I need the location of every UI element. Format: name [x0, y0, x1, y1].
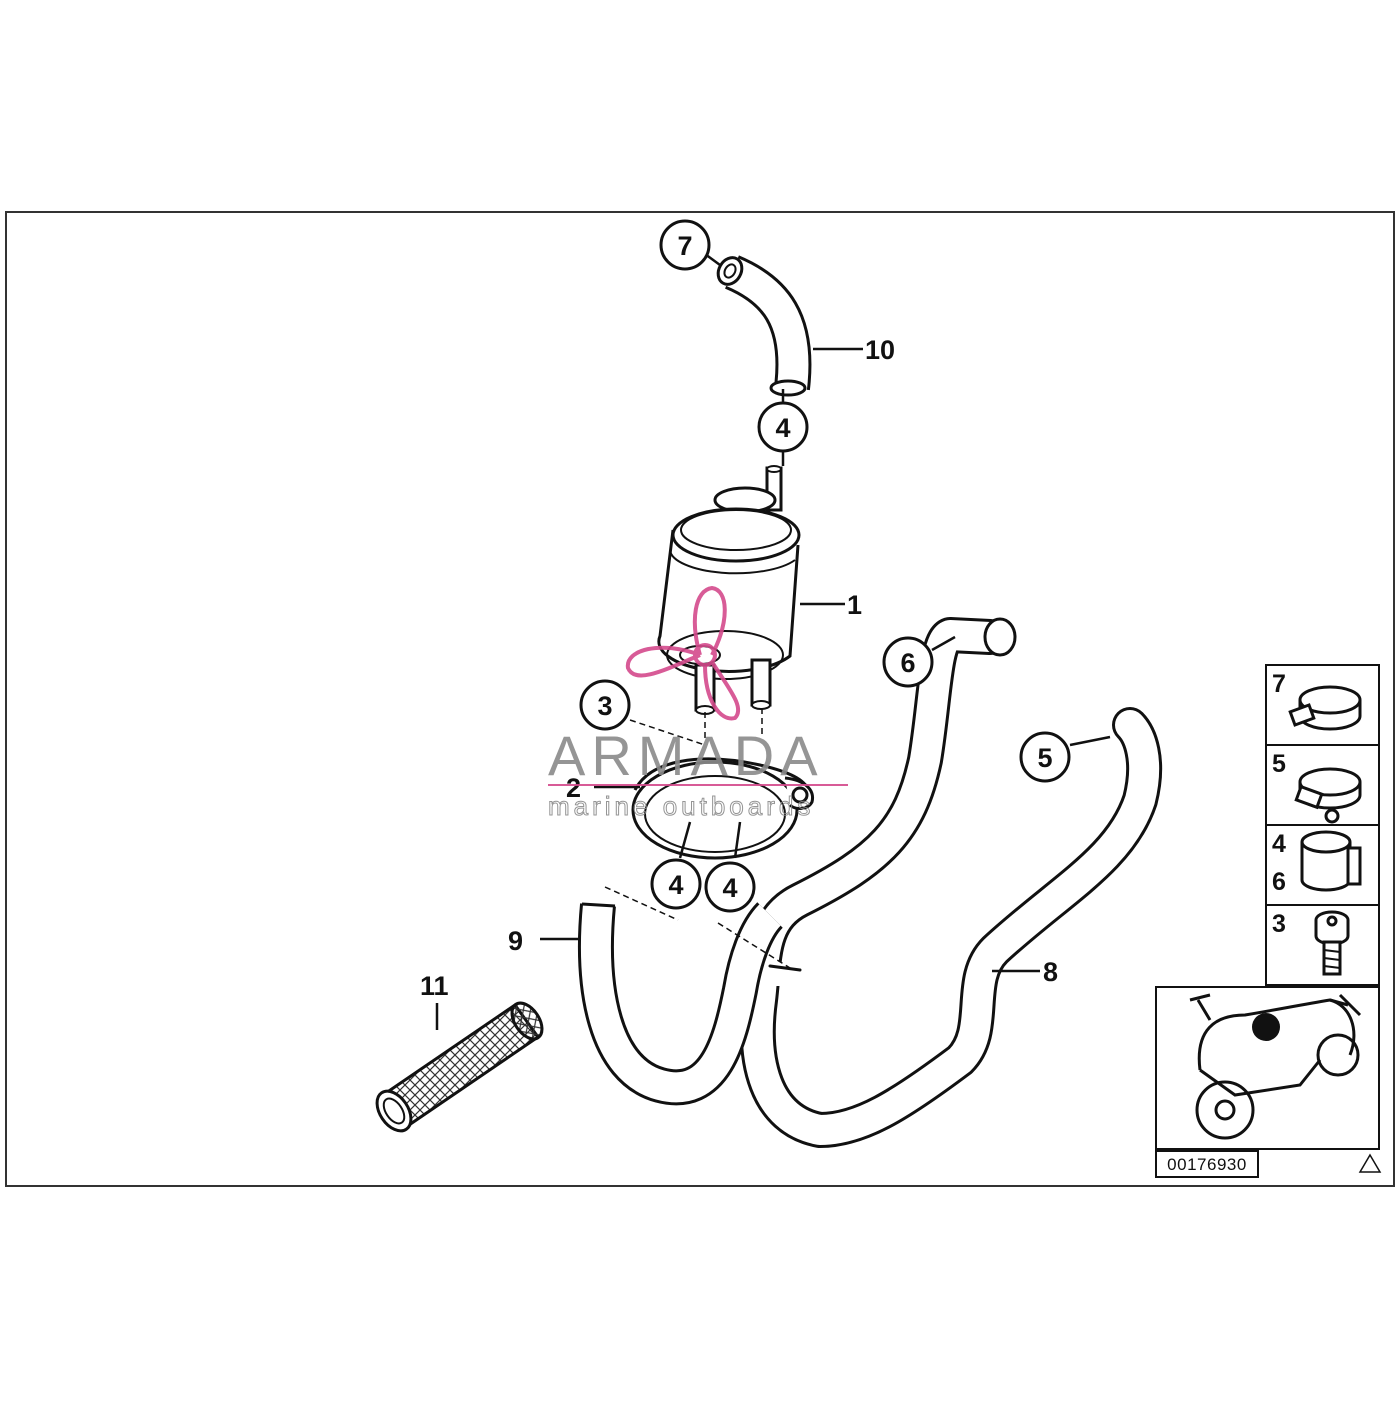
side-label-7: 7 — [1272, 670, 1286, 698]
side-label-5: 5 — [1272, 750, 1286, 778]
label-10: 10 — [865, 335, 895, 365]
spring-clamp-icon — [1300, 830, 1362, 892]
callout-5: 5 — [1019, 731, 1071, 783]
svg-text:4: 4 — [775, 413, 790, 443]
callout-4-right: 4 — [704, 861, 756, 913]
callout-4-top: 4 — [757, 401, 809, 453]
svg-text:4: 4 — [722, 873, 737, 903]
callout-4-left: 4 — [650, 858, 702, 910]
label-11: 11 — [420, 971, 449, 1001]
fuel-filter-part-1 — [657, 465, 801, 715]
svg-text:4: 4 — [668, 870, 683, 900]
reference-number-box: 00176930 — [1155, 1150, 1259, 1178]
propeller-logo-icon — [625, 585, 741, 721]
side-label-4: 4 — [1272, 830, 1286, 858]
label-2: 2 — [566, 773, 581, 803]
watermark-tagline: marine outboards — [548, 791, 814, 821]
hose-clamp-7-icon — [1288, 685, 1362, 731]
svg-text:7: 7 — [677, 231, 692, 261]
side-parts-panel: 7 5 4 6 3 — [1265, 664, 1380, 986]
leader-lines — [435, 252, 1111, 1030]
label-8: 8 — [1043, 957, 1058, 987]
diagram-frame — [5, 211, 1395, 1187]
callout-3: 3 — [579, 679, 631, 731]
motorcycle-location-icon — [1155, 986, 1380, 1150]
svg-text:00176930: 00176930 — [1167, 1155, 1247, 1174]
svg-text:3: 3 — [597, 691, 612, 721]
hose-part-8 — [739, 617, 1163, 1148]
warning-triangle-icon — [1358, 1153, 1382, 1173]
label-9: 9 — [508, 926, 523, 956]
callout-7: 7 — [659, 219, 711, 271]
watermark: ARMADA marine outboards — [548, 585, 848, 822]
svg-text:5: 5 — [1037, 743, 1052, 773]
hose-part-10 — [716, 255, 812, 397]
sleeve-part-11 — [375, 1001, 544, 1133]
side-label-6: 6 — [1272, 868, 1286, 896]
hose-clamp-5-icon — [1294, 767, 1362, 824]
callout-6: 6 — [882, 636, 934, 688]
watermark-brand: ARMADA — [548, 724, 824, 787]
label-1: 1 — [847, 590, 862, 620]
svg-text:6: 6 — [900, 648, 915, 678]
bolt-icon — [1314, 910, 1350, 976]
side-label-3: 3 — [1272, 910, 1286, 938]
hose-part-9 — [578, 902, 784, 1106]
dashed-connectors — [604, 708, 791, 969]
